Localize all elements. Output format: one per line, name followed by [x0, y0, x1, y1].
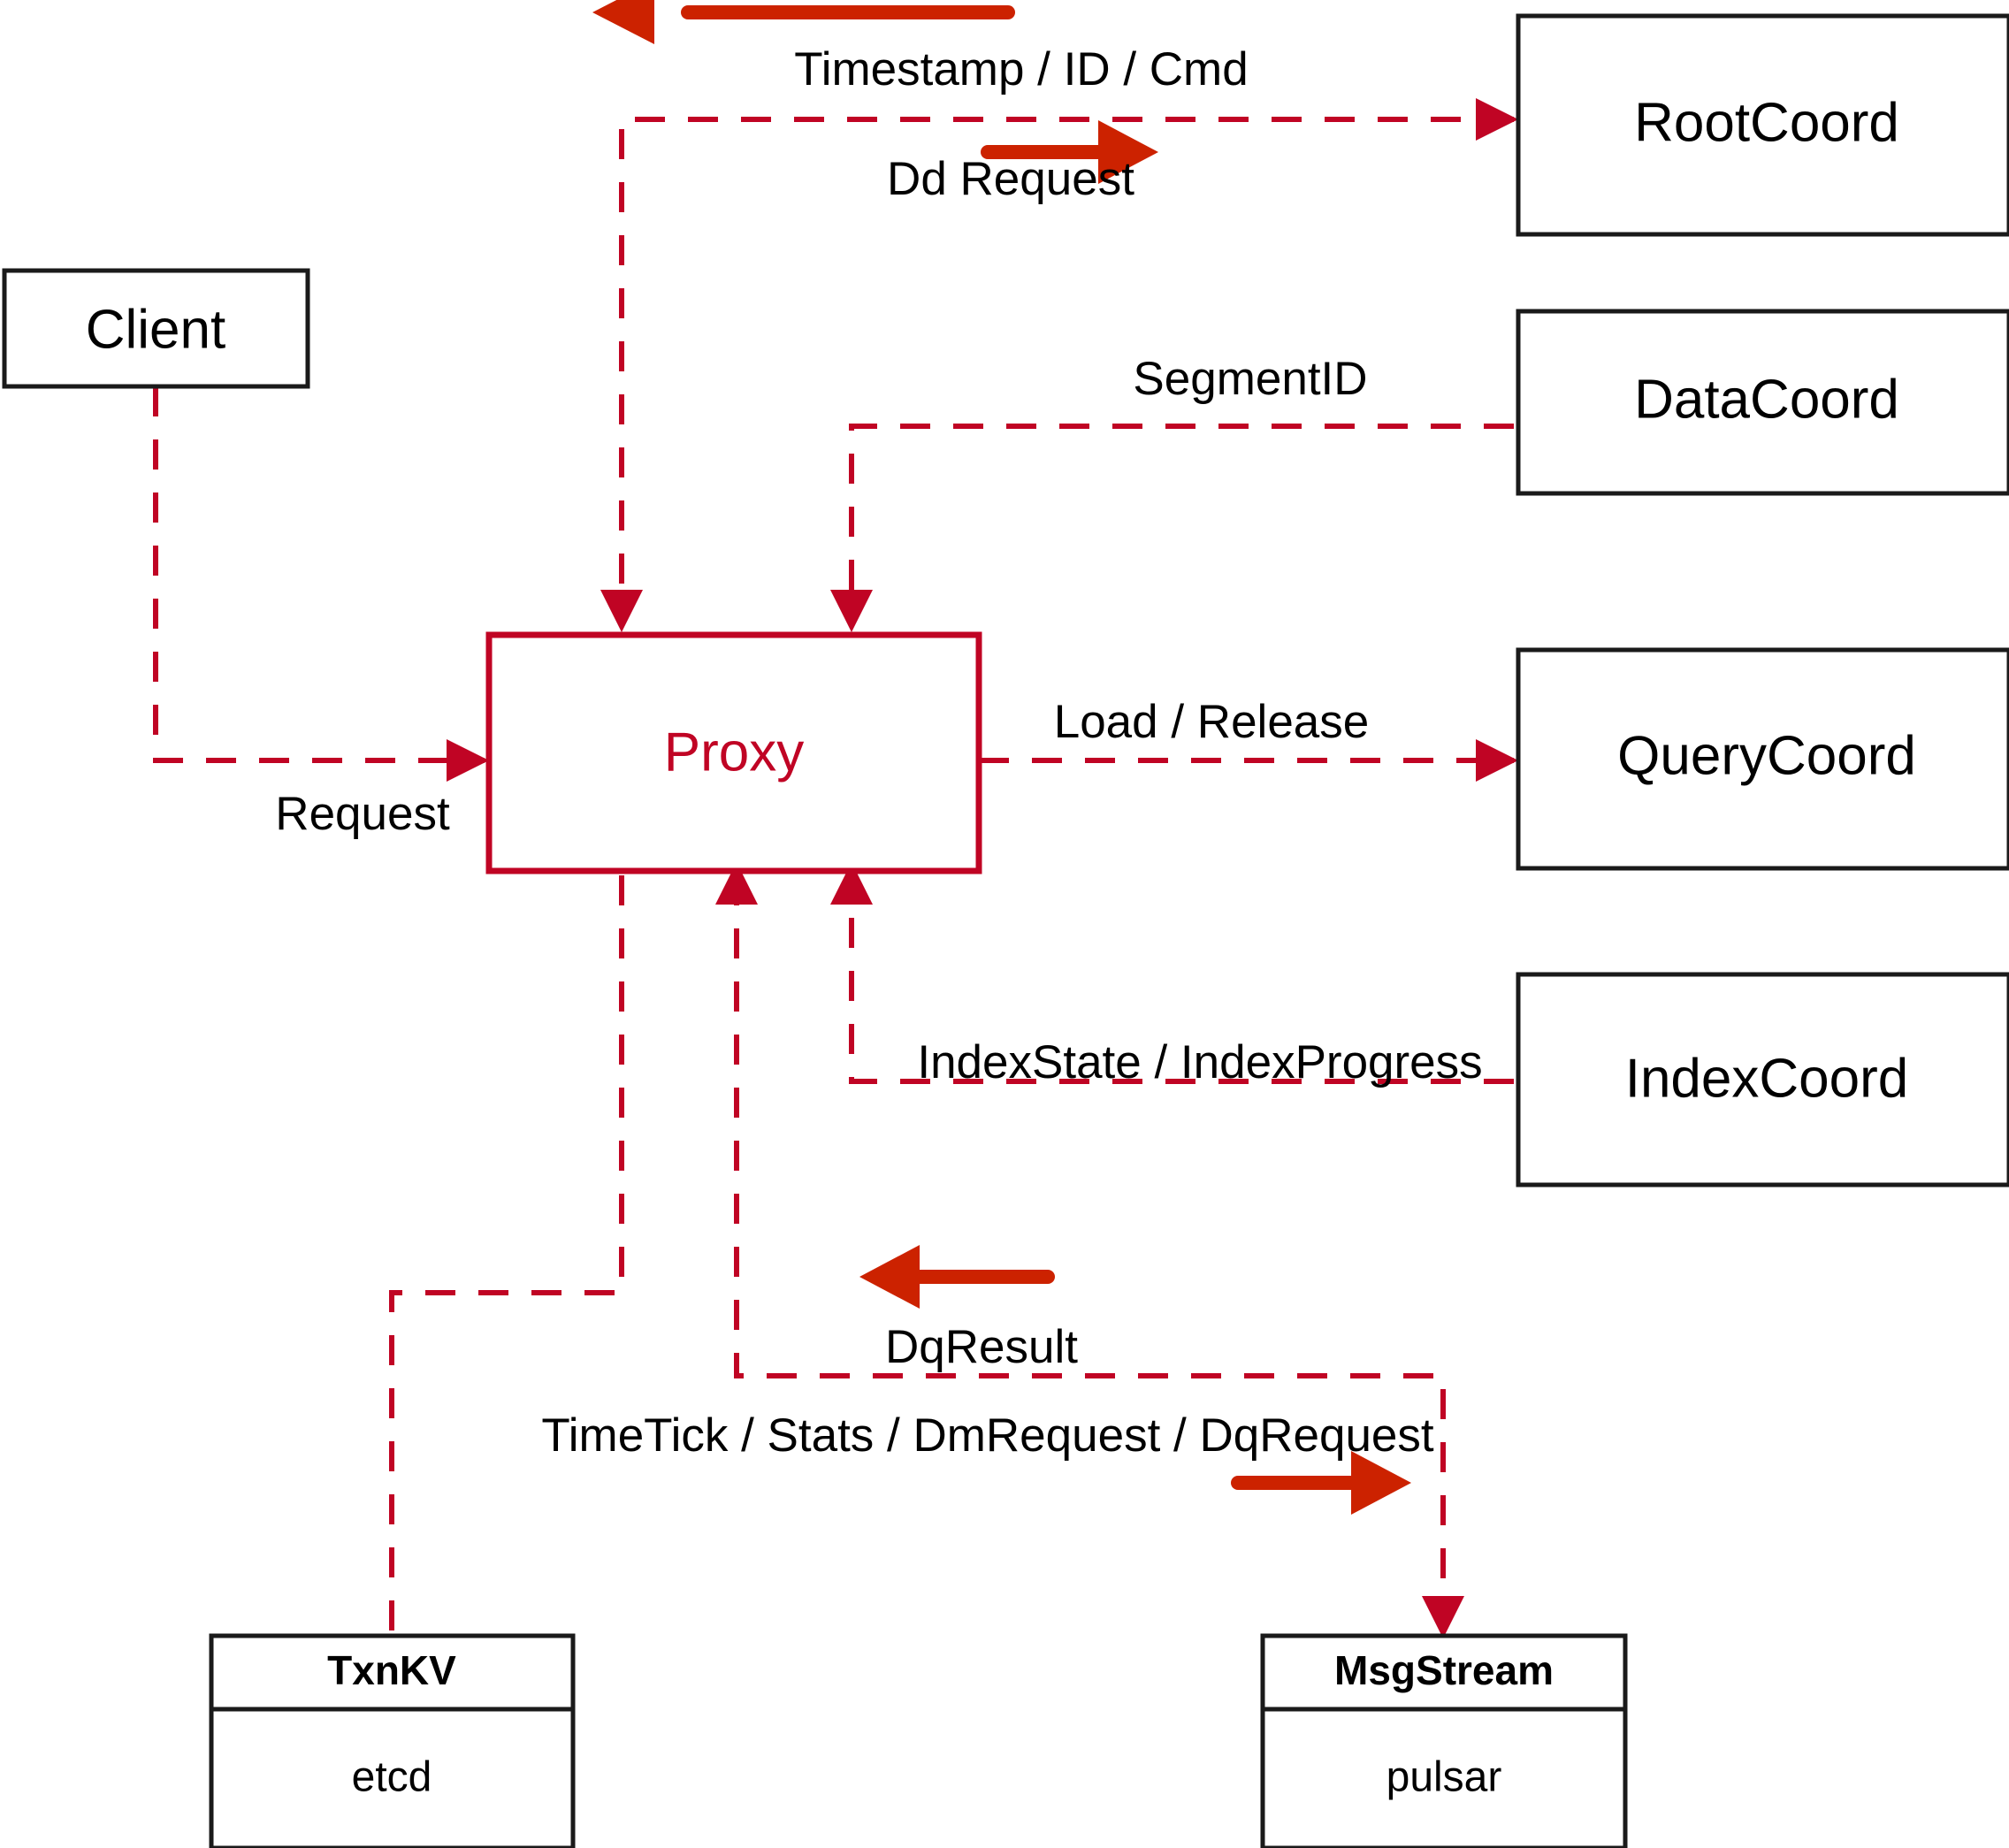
node-querycoord-label: QueryCoord: [1617, 725, 1916, 786]
edge-label-timetick-stats: TimeTick / Stats / DmRequest / DqRequest: [541, 1409, 1434, 1462]
arrowhead-rootcoord-to-proxy: [600, 590, 643, 632]
node-indexcoord[interactable]: [1516, 972, 2009, 1187]
node-client[interactable]: [2, 268, 310, 389]
node-indexcoord-label: IndexCoord: [1625, 1048, 1909, 1109]
node-client-label: Client: [86, 299, 226, 360]
edge-label-dq-result: DqResult: [885, 1321, 1078, 1373]
edge-label-index-state-progress: IndexState / IndexProgress: [917, 1036, 1482, 1088]
direction-arrow-timestamp: [592, 0, 1015, 44]
direction-arrow-dq-result: [859, 1245, 1055, 1309]
node-msgstream-title: MsgStream: [1334, 1647, 1554, 1693]
edge-label-timestamp-id-cmd: Timestamp / ID / Cmd: [794, 43, 1248, 95]
node-txnkv[interactable]: [209, 1633, 576, 1848]
arrowhead-msgstream-to-proxy: [715, 862, 758, 905]
node-proxy[interactable]: [485, 631, 982, 874]
connector-client-to-proxy: [153, 386, 485, 763]
edge-label-request: Request: [275, 788, 450, 840]
node-msgstream-impl: pulsar: [1386, 1754, 1502, 1801]
connector-datacoord-to-proxy: [849, 424, 1514, 619]
node-rootcoord-label: RootCoord: [1634, 92, 1899, 153]
node-msgstream[interactable]: [1260, 1633, 1628, 1848]
connector-proxy-msgstream: [734, 875, 1446, 1625]
node-proxy-label: Proxy: [664, 722, 804, 783]
node-txnkv-title: TxnKV: [327, 1647, 456, 1693]
connector-rootcoord-proxy: [619, 117, 1514, 619]
node-rootcoord[interactable]: [1516, 13, 2009, 237]
arrowhead-proxy-to-rootcoord: [1476, 98, 1518, 141]
arrowhead-datacoord-to-proxy: [830, 590, 873, 632]
edge-label-load-release: Load / Release: [1054, 696, 1370, 748]
arrowhead-client-to-proxy: [447, 739, 489, 782]
node-datacoord-label: DataCoord: [1634, 369, 1899, 430]
arrowhead-proxy-to-msgstream: [1422, 1596, 1464, 1638]
arrowhead-indexcoord-to-proxy: [830, 862, 873, 905]
node-querycoord[interactable]: [1516, 647, 2009, 871]
direction-arrow-timetick: [1231, 1451, 1411, 1515]
node-txnkv-impl: etcd: [352, 1754, 432, 1801]
edge-label-segment-id: SegmentID: [1133, 353, 1367, 405]
connector-proxy-to-txnkv: [389, 875, 624, 1634]
arrowhead-proxy-to-querycoord: [1476, 739, 1518, 782]
direction-arrow-dd-request: [981, 120, 1158, 184]
node-datacoord[interactable]: [1516, 309, 2009, 496]
edge-label-dd-request: Dd Request: [887, 153, 1134, 205]
connector-indexcoord-to-proxy: [849, 875, 1514, 1084]
